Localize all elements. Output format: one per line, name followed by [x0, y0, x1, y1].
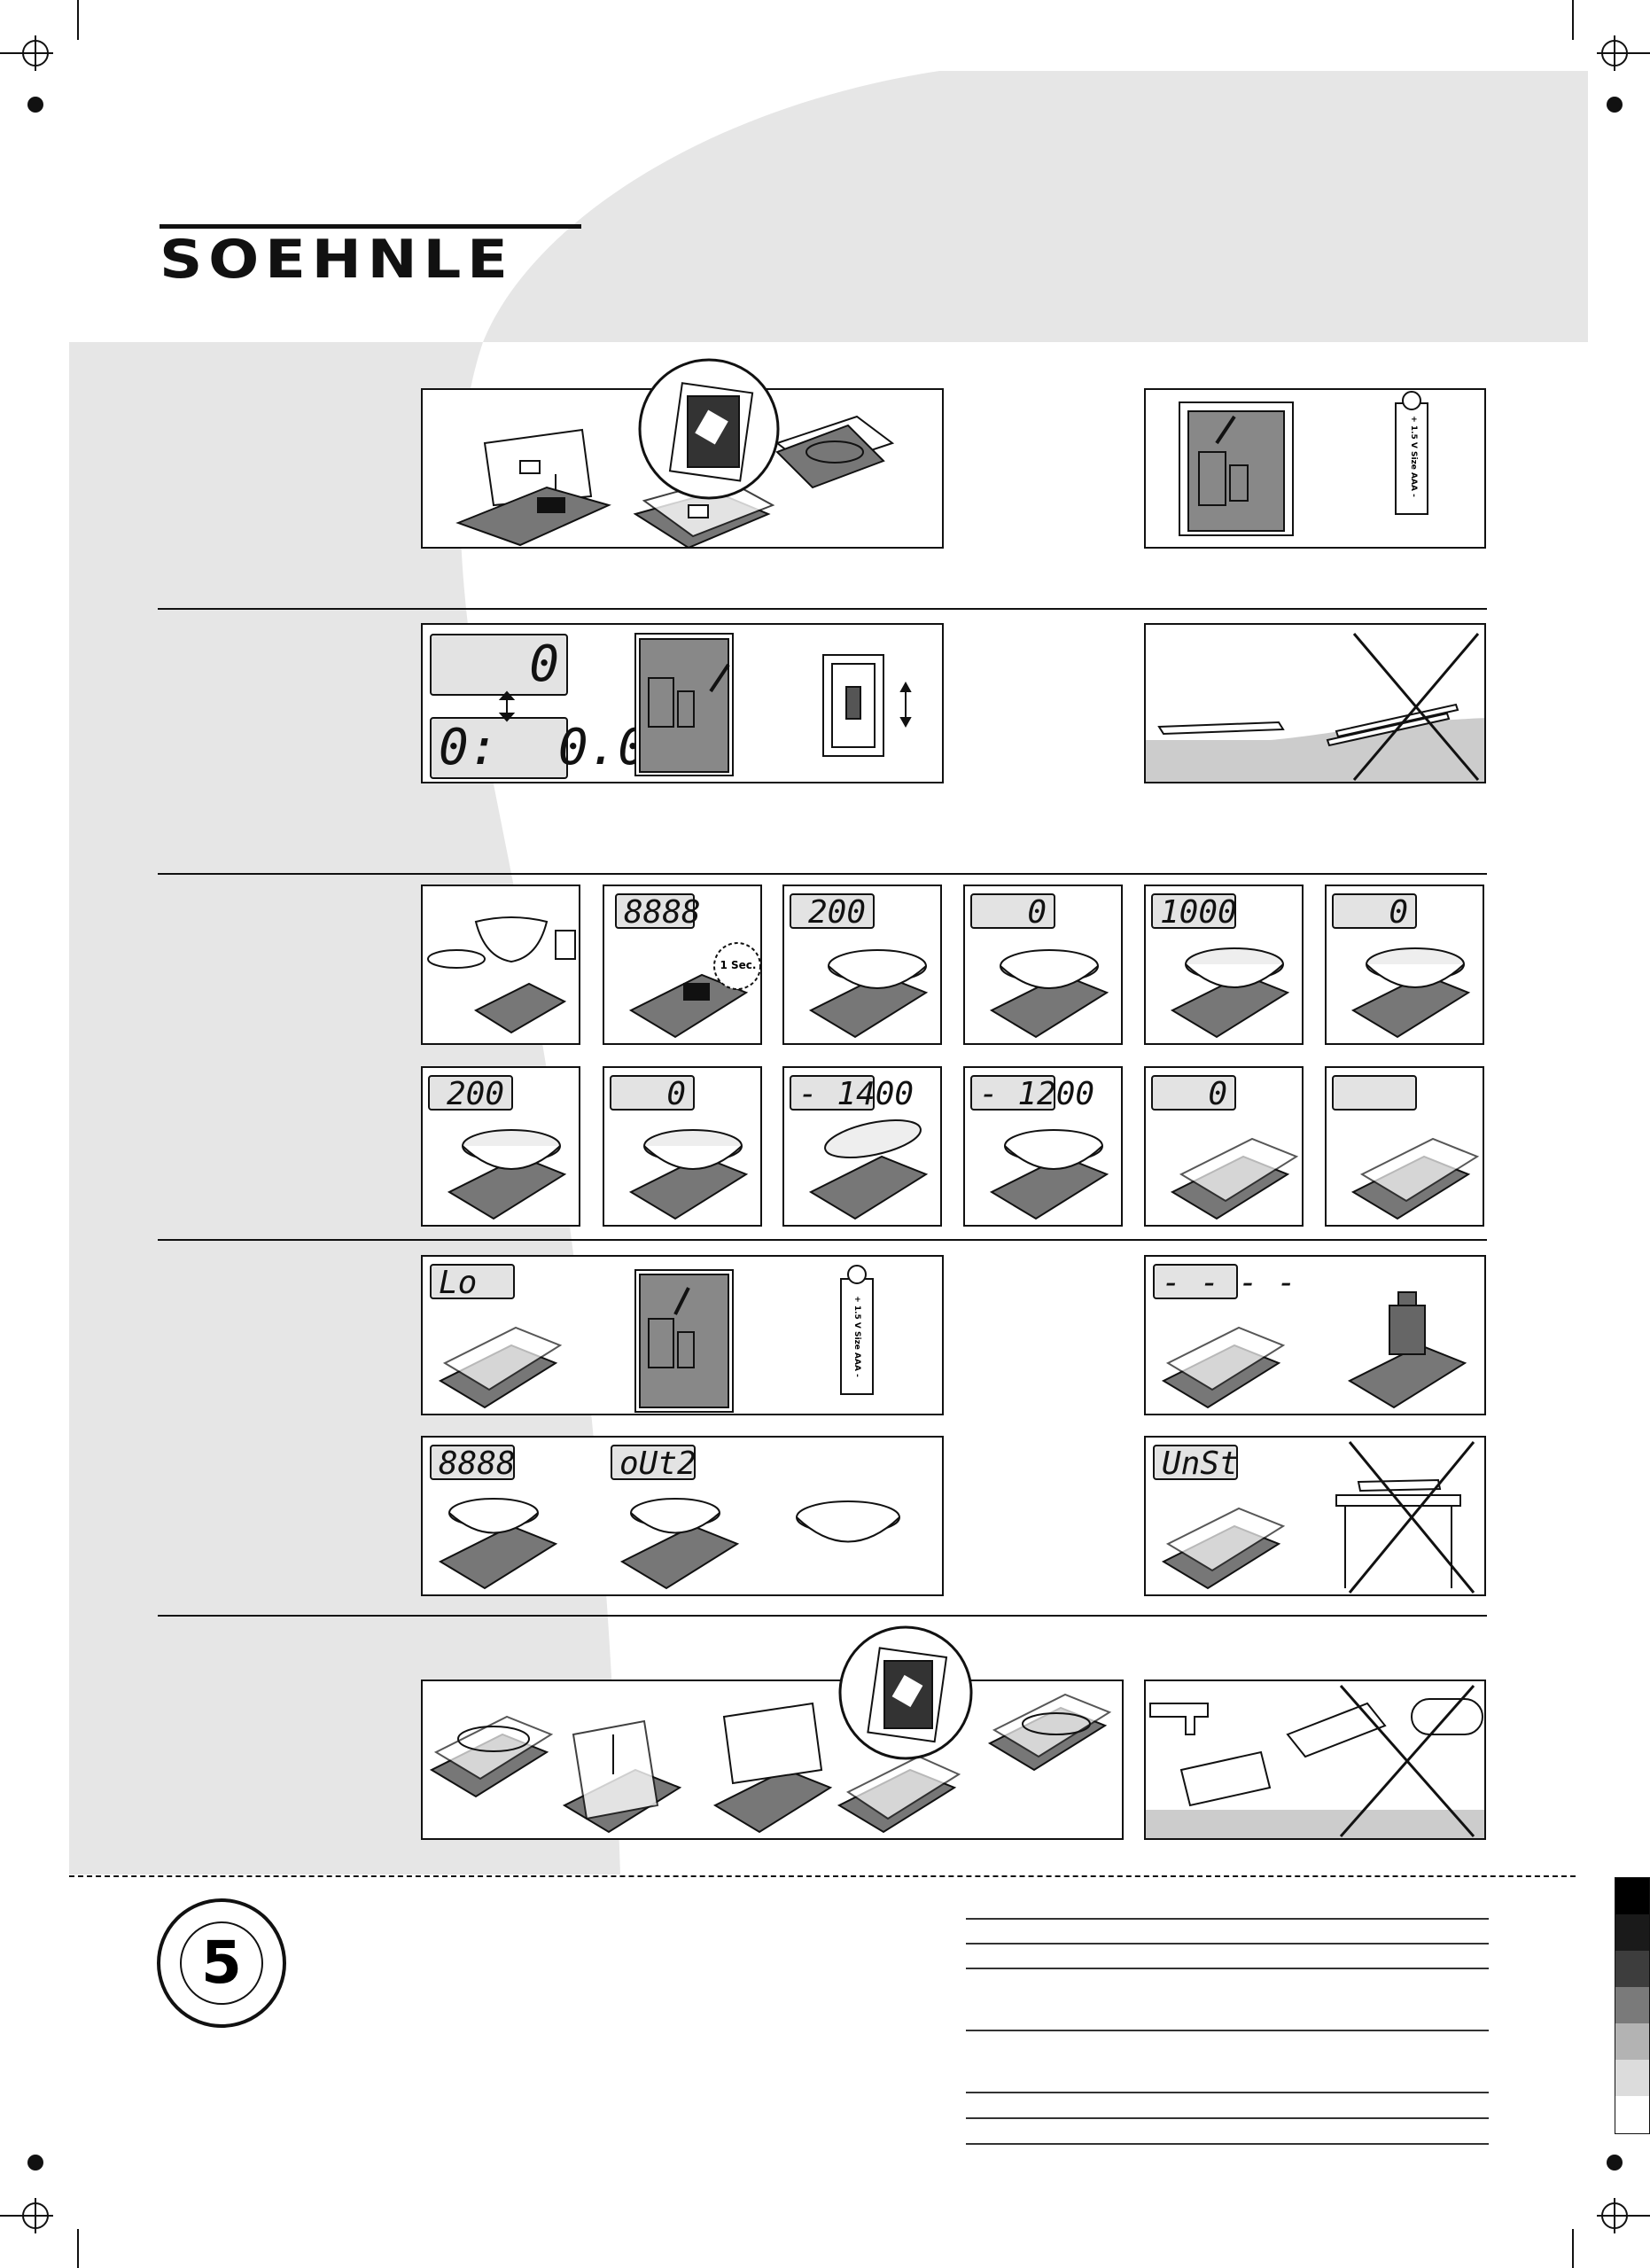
lcd-display: - 1400 [790, 1075, 914, 1112]
detail-magnifier [838, 1625, 973, 1760]
timer-label: 1 Sec. [720, 959, 757, 971]
panel-weigh-step: 1000 [1144, 885, 1304, 1045]
write-line [966, 2030, 1489, 2031]
write-line [966, 2117, 1489, 2119]
battery-label: + 1.5 V Size AAA - [1409, 416, 1418, 497]
lcd-display: 0 [1151, 1075, 1236, 1112]
panel-unit-switch: 0 0: 0.0 [421, 623, 944, 783]
battery-label: + 1.5 V Size AAA - [852, 1296, 861, 1377]
write-line [966, 1918, 1489, 1920]
panel-weigh-step: 0 [963, 885, 1123, 1045]
panel-battery-insert: + 1.5 V Size AAA - [1144, 388, 1486, 549]
panel-weigh-step: - 1200 [963, 1066, 1123, 1227]
panel-error-displays: 8888 oUt2 [421, 1436, 944, 1596]
brand-name: SOEHNLE [160, 229, 514, 291]
warranty-years: 5 [201, 1929, 242, 1997]
lcd-display: 0 [1332, 893, 1417, 931]
lcd-display: 200 [790, 893, 875, 931]
lcd-display: - 1200 [970, 1075, 1094, 1112]
warranty-seal: 5 [155, 1897, 288, 2030]
lcd-display: oUt2 [611, 1445, 697, 1482]
lcd-display: 8888 [430, 1445, 516, 1482]
write-line [966, 2143, 1489, 2145]
section-divider [158, 1615, 1487, 1617]
lcd-display: 1000 [1151, 893, 1237, 931]
gray-scale-strip [1615, 1877, 1650, 2134]
lcd-display: 0 [430, 634, 568, 696]
panel-weigh-step: 8888 1 Sec. [603, 885, 762, 1045]
panel-weigh-step: 0 [603, 1066, 762, 1227]
lcd-display: 8888 [615, 893, 701, 931]
section-divider [158, 1239, 1487, 1241]
panel-level-surface [1144, 623, 1486, 783]
section-divider [158, 608, 1487, 610]
lcd-display: 0 [610, 1075, 695, 1112]
panel-low-battery: Lo + 1.5 V Size AAA - [421, 1255, 944, 1415]
lcd-display: 0 [970, 893, 1055, 931]
panel-unstable: UnSt [1144, 1436, 1486, 1596]
panel-weigh-step: - 1400 [782, 1066, 942, 1227]
panel-overload: - - - - [1144, 1255, 1486, 1415]
panel-weigh-step: 0 [1325, 885, 1484, 1045]
panel-weigh-step [1325, 1066, 1484, 1227]
detail-magnifier [638, 358, 780, 500]
lcd-display: 200 [428, 1075, 513, 1112]
brand-logo: SOEHNLE [160, 224, 581, 288]
panel-weigh-step: 0 [1144, 1066, 1304, 1227]
panel-weigh-step: 200 [421, 1066, 580, 1227]
cut-line [69, 1875, 1576, 1877]
write-line [966, 1968, 1489, 1969]
write-line [966, 1943, 1489, 1945]
panel-weigh-step: 200 [782, 885, 942, 1045]
lcd-display: UnSt [1153, 1445, 1239, 1482]
write-line [966, 2092, 1489, 2093]
panel-cleaning-steps [421, 1680, 1124, 1840]
lcd-display: Lo [430, 1264, 515, 1301]
panel-no-water [1144, 1680, 1486, 1840]
panel-weigh-step [421, 885, 580, 1045]
section-divider [158, 873, 1487, 875]
lcd-display [1332, 1075, 1417, 1111]
